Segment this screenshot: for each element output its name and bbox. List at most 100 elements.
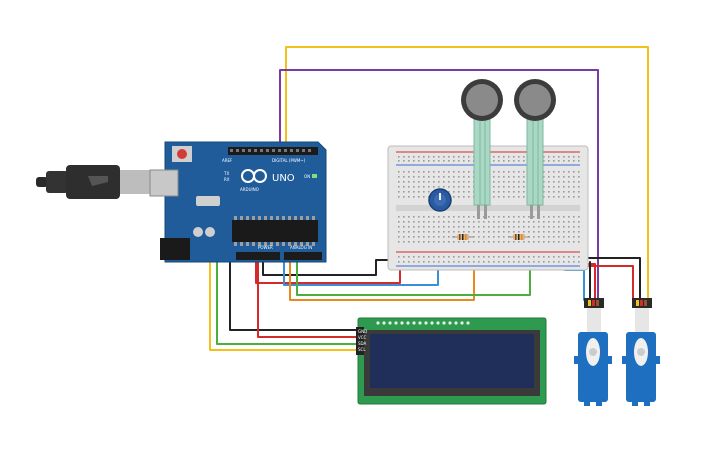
brand-label: ARDUINO [240, 187, 259, 192]
wire-green-analog[interactable] [296, 247, 531, 296]
breadboard-hole [523, 261, 525, 263]
breadboard-hole [418, 181, 420, 183]
breadboard-hole [473, 261, 475, 263]
wire-orange-analog[interactable] [289, 244, 475, 301]
breadboard-hole [543, 241, 545, 243]
breadboard-hole [443, 256, 445, 258]
breadboard-hole [428, 156, 430, 158]
breadboard-hole [398, 181, 400, 183]
breadboard-hole [553, 171, 555, 173]
breadboard-hole [553, 261, 555, 263]
breadboard-hole [538, 226, 540, 228]
breadboard-hole [493, 171, 495, 173]
breadboard-hole [528, 226, 530, 228]
breadboard-hole [573, 226, 575, 228]
breadboard-hole [493, 186, 495, 188]
analog-label: ANALOG IN [290, 245, 312, 250]
breadboard-hole [498, 181, 500, 183]
breadboard-hole [468, 261, 470, 263]
breadboard-hole [413, 241, 415, 243]
breadboard-hole [423, 160, 425, 162]
breadboard-hole [408, 160, 410, 162]
breadboard-hole [418, 186, 420, 188]
breadboard-hole [403, 216, 405, 218]
breadboard-hole [498, 236, 500, 238]
potentiometer-icon[interactable] [428, 188, 452, 212]
breadboard-hole [433, 236, 435, 238]
breadboard-hole [543, 226, 545, 228]
breadboard-hole [418, 261, 420, 263]
breadboard-hole [413, 171, 415, 173]
breadboard-hole [453, 196, 455, 198]
breadboard-hole [468, 256, 470, 258]
breadboard-hole [398, 256, 400, 258]
wire-black-lcd[interactable] [229, 254, 363, 331]
analog-header[interactable] [284, 252, 322, 260]
fsr-sensor-icon[interactable] [461, 79, 503, 219]
lcd-i2c-pins[interactable] [356, 327, 364, 355]
breadboard-hole [403, 226, 405, 228]
lcd-pad [406, 321, 410, 325]
breadboard-hole [578, 216, 580, 218]
wire-black-servo[interactable] [571, 257, 641, 301]
breadboard-hole [563, 221, 565, 223]
breadboard-hole [488, 261, 490, 263]
breadboard-hole [458, 181, 460, 183]
breadboard-hole [403, 171, 405, 173]
servo-motor-icon[interactable] [574, 298, 612, 406]
lcd-module[interactable]: GND VCC SDA SCL [356, 317, 547, 405]
breadboard-hole [493, 226, 495, 228]
servo-motor-icon[interactable] [622, 298, 660, 406]
breadboard-hole [448, 231, 450, 233]
breadboard-hole [433, 231, 435, 233]
breadboard-hole [498, 241, 500, 243]
breadboard-hole [433, 160, 435, 162]
breadboard-hole [438, 160, 440, 162]
breadboard-hole [448, 221, 450, 223]
breadboard-hole [478, 256, 480, 258]
breadboard-hole [558, 171, 560, 173]
breadboard-hole [443, 241, 445, 243]
breadboard-hole [418, 241, 420, 243]
breadboard-hole [498, 256, 500, 258]
breadboard-hole [513, 181, 515, 183]
lcd-pad [436, 321, 440, 325]
fsr-sensor-icon[interactable] [514, 79, 556, 219]
breadboard-hole [493, 181, 495, 183]
breadboard-hole [478, 231, 480, 233]
breadboard-hole [463, 226, 465, 228]
breadboard-hole [533, 221, 535, 223]
breadboard-hole [398, 221, 400, 223]
breadboard-hole [548, 181, 550, 183]
breadboard-hole [408, 176, 410, 178]
breadboard-hole [513, 171, 515, 173]
breadboard-hole [543, 216, 545, 218]
breadboard-hole [408, 216, 410, 218]
wire-purple-top[interactable] [279, 69, 599, 301]
resistor-icon [452, 234, 474, 240]
breadboard-hole [468, 156, 470, 158]
breadboard-hole [458, 256, 460, 258]
arduino-board[interactable]: DIGITAL (PWM~) AREF UNO ARDUINO TX RX ON… [149, 141, 327, 263]
breadboard-hole [568, 176, 570, 178]
wire-black-power[interactable] [262, 254, 397, 276]
breadboard-hole [508, 186, 510, 188]
breadboard-hole [558, 236, 560, 238]
wire-red-servo2[interactable] [575, 265, 634, 301]
breadboard-hole [513, 176, 515, 178]
breadboard-hole [568, 171, 570, 173]
breadboard-hole [413, 216, 415, 218]
breadboard-hole [448, 176, 450, 178]
breadboard-hole [433, 186, 435, 188]
breadboard-hole [513, 226, 515, 228]
breadboard-hole [398, 231, 400, 233]
power-header[interactable] [236, 252, 280, 260]
breadboard-hole [423, 236, 425, 238]
reset-button-icon[interactable] [172, 146, 192, 162]
lcd-pad [376, 321, 380, 325]
wire-red-power[interactable] [255, 254, 401, 284]
breadboard-hole [463, 191, 465, 193]
breadboard-hole [548, 156, 550, 158]
wire-yellow-top[interactable] [285, 46, 649, 301]
